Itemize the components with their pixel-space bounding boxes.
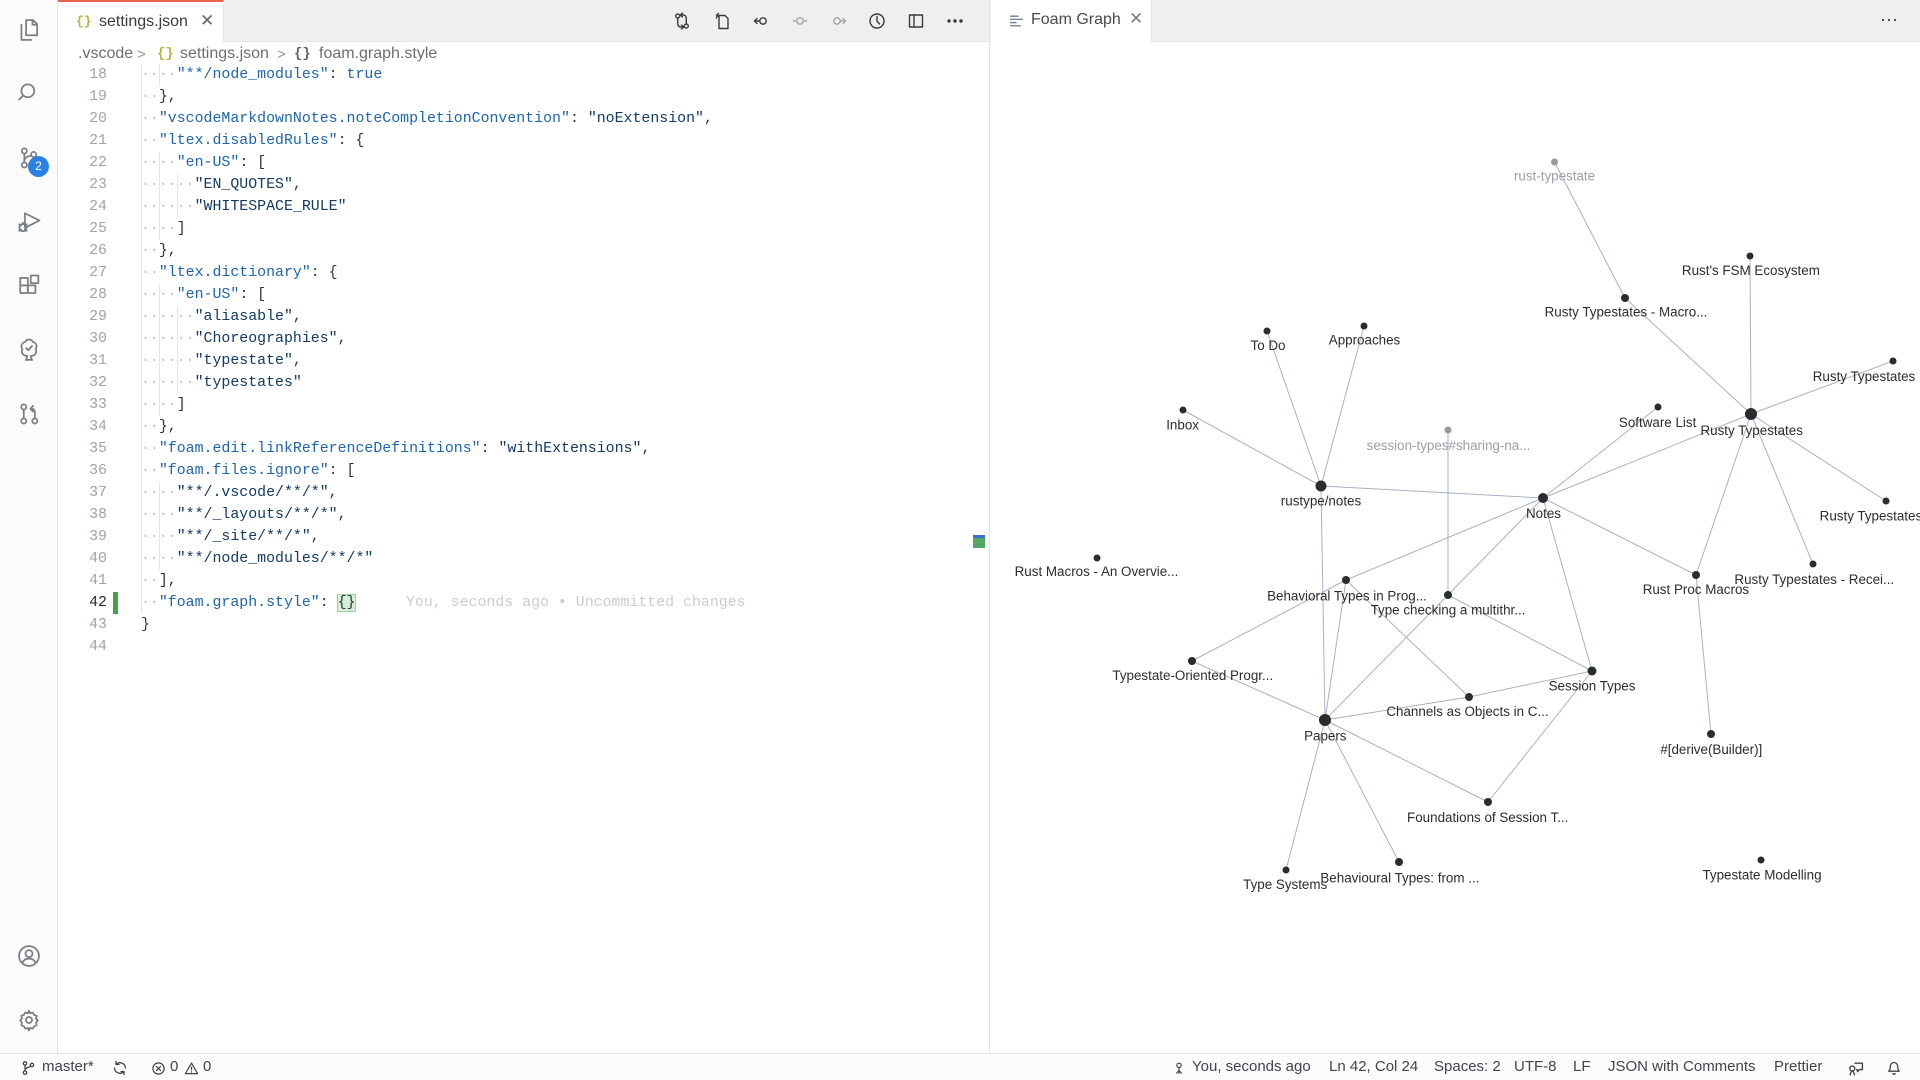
svg-text:rustype/notes: rustype/notes [1281,494,1362,509]
svg-text:To Do: To Do [1251,338,1286,353]
svg-text:Rusty Typestates - Recei...: Rusty Typestates - Recei... [1734,572,1894,587]
svg-text:rust-typestate: rust-typestate [1514,169,1595,184]
svg-text:session-types#sharing-na...: session-types#sharing-na... [1367,438,1531,453]
svg-text:Inbox: Inbox [1166,418,1199,433]
svg-text:Notes: Notes [1526,506,1561,521]
svg-text:Approaches: Approaches [1329,333,1401,348]
svg-text:Rusty Typestates - Macro...: Rusty Typestates - Macro... [1545,305,1708,320]
svg-text:Typestate-Oriented Progr...: Typestate-Oriented Progr... [1112,668,1273,683]
svg-text:#[derive(Builder)]: #[derive(Builder)] [1660,742,1762,757]
svg-text:Software List: Software List [1619,415,1697,430]
svg-text:Behavioral Types in Prog...: Behavioral Types in Prog... [1267,588,1427,603]
svg-text:Rust's FSM Ecosystem: Rust's FSM Ecosystem [1682,263,1820,278]
svg-text:Channels as Objects in C...: Channels as Objects in C... [1386,704,1548,719]
svg-text:Foundations of Session T...: Foundations of Session T... [1407,810,1568,825]
svg-text:Rusty Typestates -: Rusty Typestates - [1820,509,1920,524]
svg-text:Rusty Typestates: Rusty Typestates [1813,369,1916,384]
svg-text:Type Systems: Type Systems [1243,877,1327,892]
svg-text:Rusty Typestates: Rusty Typestates [1700,423,1803,438]
svg-text:Behavioural Types: from ...: Behavioural Types: from ... [1320,870,1479,885]
svg-text:Papers: Papers [1304,729,1347,744]
svg-text:Session Types: Session Types [1549,679,1636,694]
svg-text:Type checking a multithr...: Type checking a multithr... [1371,602,1526,617]
svg-text:Rust Macros - An Overvie...: Rust Macros - An Overvie... [1015,564,1179,579]
svg-text:Rust Proc Macros: Rust Proc Macros [1643,582,1750,597]
svg-text:Typestate Modelling: Typestate Modelling [1702,868,1821,883]
